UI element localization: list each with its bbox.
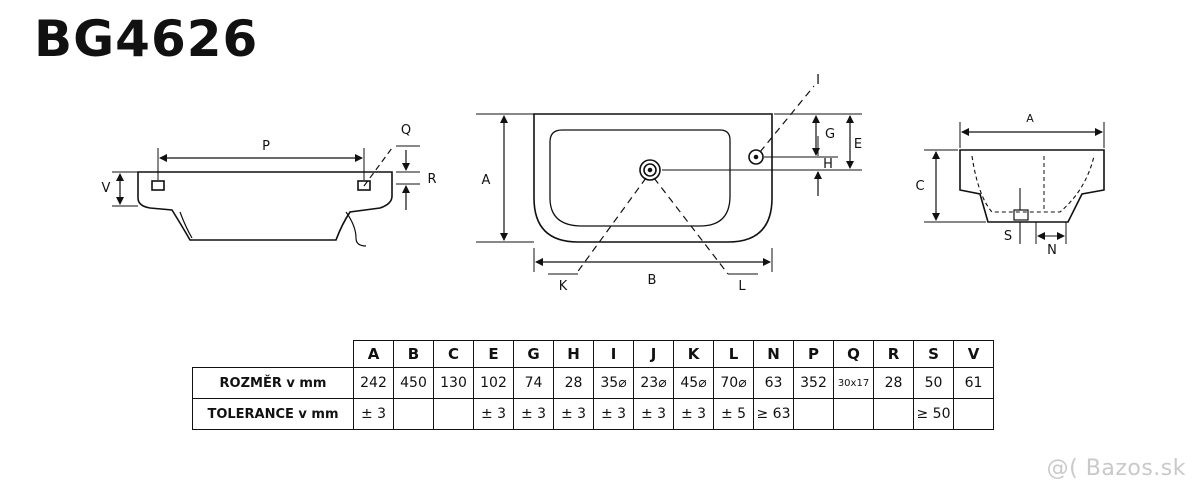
table-cell: 50 (913, 367, 954, 399)
table-row-tolerance: TOLERANCE v mm ± 3 ± 3 ± 3 ± 3 ± 3 ± 3 ±… (192, 398, 994, 430)
drain-inner (643, 163, 657, 177)
table-cell: 45⌀ (673, 367, 714, 399)
leader-i (759, 85, 815, 153)
column-header: L (713, 340, 754, 368)
label-l: L (738, 279, 746, 294)
column-header: S (913, 340, 954, 368)
column-header: H (553, 340, 594, 368)
table-cell: 102 (473, 367, 514, 399)
table-header-row: A B C E G H I J K L N P Q R S V (192, 340, 994, 368)
front-basin-outline (137, 171, 393, 241)
side-basin-outline (959, 149, 1105, 223)
table-cell: ± 3 (633, 398, 674, 430)
side-view (924, 122, 1105, 244)
column-header: Q (833, 340, 874, 368)
column-header: C (433, 340, 474, 368)
table-cell (873, 398, 914, 430)
table-cell: 61 (953, 367, 994, 399)
label-side-a: A (1026, 112, 1034, 125)
label-g: G (825, 127, 835, 142)
dimensions-table: A B C E G H I J K L N P Q R S V ROZMĚR v… (192, 340, 994, 430)
table-cell: 70⌀ (713, 367, 754, 399)
watermark: @( Bazos.sk (1046, 456, 1186, 481)
front-hole-right (357, 180, 371, 191)
label-v: V (102, 181, 111, 196)
top-bowl-outline (549, 129, 731, 227)
label-e: E (854, 137, 862, 152)
leader-k (575, 177, 647, 275)
table-cell (793, 398, 834, 430)
leader-q (363, 147, 393, 187)
table-cell: 28 (553, 367, 594, 399)
model-title: BG4626 (34, 10, 259, 68)
tap-hole (748, 149, 764, 165)
table-cell: 23⌀ (633, 367, 674, 399)
drain-outer (639, 159, 661, 181)
column-header: N (753, 340, 794, 368)
table-cell (833, 398, 874, 430)
top-basin-outline (533, 113, 773, 243)
column-header: P (793, 340, 834, 368)
table-cell: ± 3 (593, 398, 634, 430)
label-h: H (823, 157, 833, 172)
table-cell: ± 3 (473, 398, 514, 430)
row-label: TOLERANCE v mm (192, 398, 354, 430)
table-cell (953, 398, 994, 430)
column-header: B (393, 340, 434, 368)
leader-l (653, 177, 729, 275)
table-cell: 74 (513, 367, 554, 399)
table-cell: 28 (873, 367, 914, 399)
table-cell: 63 (753, 367, 794, 399)
table-cell: 352 (793, 367, 834, 399)
label-s: S (1004, 229, 1012, 244)
front-bowl-detail (179, 211, 367, 247)
label-i: I (816, 73, 820, 88)
table-cell (433, 398, 474, 430)
table-corner (192, 340, 354, 368)
column-header: J (633, 340, 674, 368)
column-header: I (593, 340, 634, 368)
column-header: G (513, 340, 554, 368)
table-cell: 450 (393, 367, 434, 399)
table-cell: 130 (433, 367, 474, 399)
table-cell (393, 398, 434, 430)
front-hole-left (151, 180, 165, 191)
table-cell: ± 3 (513, 398, 554, 430)
label-b: B (648, 273, 657, 288)
column-header: E (473, 340, 514, 368)
front-view (112, 145, 420, 247)
column-header: R (873, 340, 914, 368)
side-drain (1013, 209, 1029, 221)
label-q: Q (401, 123, 411, 138)
label-a: A (482, 173, 491, 188)
label-r: R (427, 172, 436, 187)
table-cell: ± 3 (673, 398, 714, 430)
side-bowl-dashed (971, 155, 1095, 213)
table-cell: 242 (353, 367, 394, 399)
technical-drawings: P Q R V A B G E H I (102, 73, 1105, 294)
column-header: K (673, 340, 714, 368)
table-cell: ≥ 63 (753, 398, 794, 430)
column-header: A (353, 340, 394, 368)
table-cell: 30x17 (833, 367, 874, 399)
table-row-dimension: ROZMĚR v mm 242 450 130 102 74 28 35⌀ 23… (192, 367, 994, 399)
label-c: C (915, 179, 924, 194)
table-cell: ≥ 50 (913, 398, 954, 430)
top-view (476, 85, 862, 275)
label-k: K (559, 279, 568, 294)
table-cell: 35⌀ (593, 367, 634, 399)
table-cell: ± 3 (353, 398, 394, 430)
table-cell: ± 5 (713, 398, 754, 430)
label-p: P (262, 139, 270, 154)
table-cell: ± 3 (553, 398, 594, 430)
label-n: N (1047, 243, 1057, 258)
column-header: V (953, 340, 994, 368)
row-label: ROZMĚR v mm (192, 367, 354, 399)
